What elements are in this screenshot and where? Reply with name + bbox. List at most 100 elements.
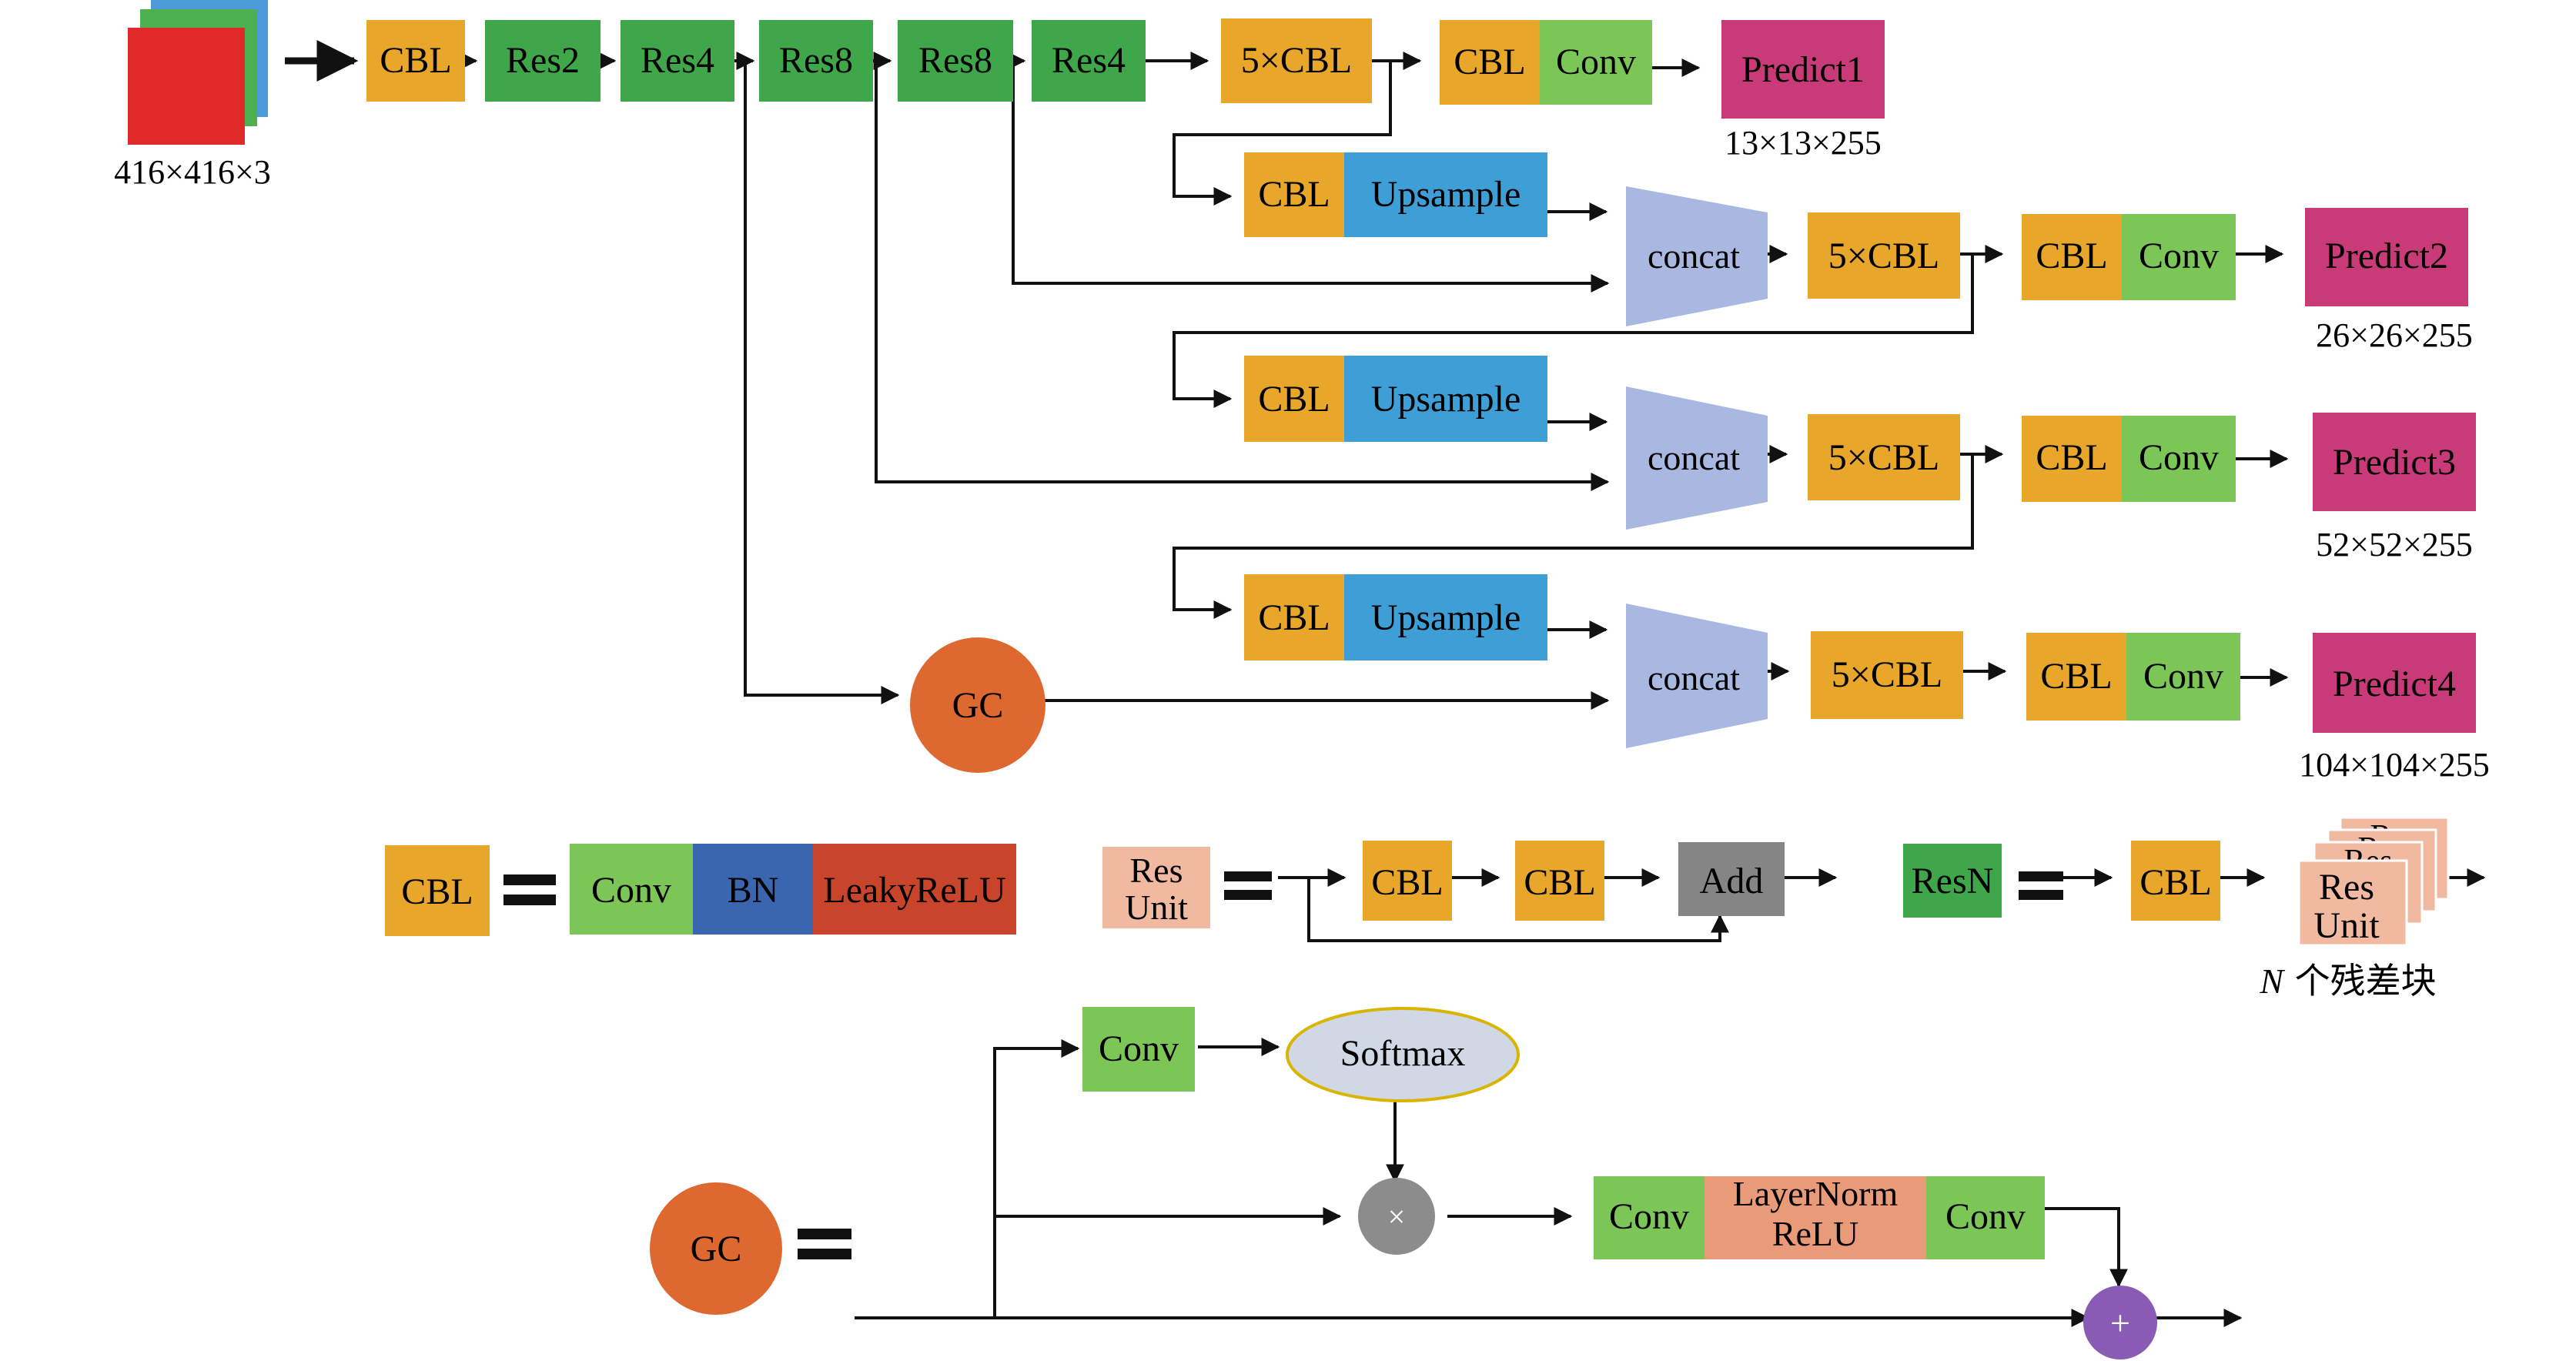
gc-conv-block-a: [1594, 1176, 1705, 1259]
ru-cbl-label-2: CBL: [1524, 862, 1595, 903]
gc-conv-block-b: [1926, 1176, 2045, 1259]
arrow-branch-to-upsample2: [1173, 254, 1974, 408]
cbl5-block-3: [1808, 414, 1960, 500]
backbone-cbl-label: CBL: [380, 40, 451, 81]
predict3-size: 52×52×255: [2316, 526, 2473, 563]
upsample-block-2: [1344, 356, 1547, 442]
concat-block-2: [1626, 386, 1768, 530]
legend-cbl-block: [385, 845, 490, 936]
head-cbl-label-1: CBL: [1454, 42, 1525, 82]
equals-sign-top-4: [798, 1229, 851, 1239]
arrow-gc-to-conv: [993, 1039, 1080, 1318]
cbl5-label-3: 5×CBL: [1828, 437, 1939, 478]
head-cbl-label-4: CBL: [2040, 656, 2112, 697]
connectors: [285, 40, 2486, 1327]
stack-card-front-label-1: Res: [2319, 867, 2374, 908]
gc-node-label: GC: [952, 685, 1004, 726]
legend-leakyrelu-label: LeakyReLU: [823, 870, 1005, 911]
upsample-label-3: Upsample: [1371, 597, 1521, 638]
legend-resn: ResN CBL Res Res Res Res Unit N 个残差块: [1903, 816, 2450, 1002]
upsample-block-3: [1344, 574, 1547, 660]
cbl5-block-2: [1808, 212, 1960, 299]
head-cbl-block-1: [1440, 20, 1540, 105]
relu-label: ReLU: [1772, 1214, 1858, 1253]
input-size-label: 416×416×3: [114, 153, 271, 191]
cbl5-block-4: [1811, 631, 1963, 719]
head-conv-label-2: Conv: [2139, 236, 2219, 276]
legend-cbl: CBL Conv BN LeakyReLU: [385, 844, 1016, 936]
res8-label-a: Res8: [779, 40, 853, 81]
legend-bn-label: BN: [728, 870, 779, 911]
n-caption-text: 个残差块: [2283, 960, 2437, 1002]
res8-label-b: Res8: [918, 40, 992, 81]
rn-cbl-label: CBL: [2139, 862, 2211, 903]
up-cbl-label-2: CBL: [1258, 379, 1330, 420]
legend-resn-block: [1903, 844, 2002, 918]
head-conv-label-4: Conv: [2143, 656, 2223, 697]
concat-label-1: concat: [1648, 236, 1740, 276]
cbl5-block-1: [1221, 18, 1372, 103]
n-residual-blocks-caption: N 个残差块: [2259, 960, 2436, 1002]
ru-cbl-label-1: CBL: [1371, 862, 1443, 903]
predict1-block: [1721, 20, 1885, 119]
legend-conv-block: [570, 844, 693, 935]
res8-block-a: [759, 20, 873, 102]
arrow-conv-to-plus: [2042, 1207, 2128, 1288]
ru-add-block: [1678, 842, 1785, 916]
input-red-channel: [128, 28, 245, 145]
res4-label-a: Res4: [641, 40, 714, 81]
gc-conv-block-top: [1082, 1007, 1195, 1092]
softmax-label: Softmax: [1340, 1033, 1466, 1074]
stack-card-front: [2297, 859, 2408, 947]
head-scale-4: CBL Upsample concat 5×CBL CBL Conv Predi…: [910, 574, 2490, 784]
softmax-node: [1286, 1007, 1520, 1102]
equals-sign-bottom: [503, 895, 556, 905]
backbone: CBL Res2 Res4 Res8 Res8 Res4: [366, 20, 1146, 102]
up-cbl-block-1: [1244, 152, 1344, 237]
head-cbl-block-4: [2026, 633, 2126, 721]
layernorm-label: LayerNorm: [1733, 1174, 1899, 1213]
cbl5-label-1: 5×CBL: [1241, 40, 1352, 81]
cbl5-label-2: 5×CBL: [1828, 236, 1939, 276]
res2-block: [485, 20, 601, 102]
head-cbl-label-2: CBL: [2036, 236, 2107, 276]
head-conv-block-2: [2122, 214, 2236, 300]
gc-conv-label-a: Conv: [1609, 1196, 1689, 1237]
arrow-branch-to-upsample1: [1173, 61, 1392, 206]
legend-conv-label: Conv: [591, 870, 671, 911]
head-scale-2: CBL Upsample concat 5×CBL CBL Conv Predi…: [1244, 152, 2473, 354]
ru-add-label: Add: [1700, 861, 1764, 901]
predict3-label: Predict3: [2333, 442, 2456, 483]
upsample-block-1: [1344, 152, 1547, 237]
head-conv-block-1: [1540, 20, 1652, 105]
equals-sign-bottom-2: [1224, 890, 1272, 900]
legend-resn-label: ResN: [1912, 861, 1994, 901]
res2-label: Res2: [506, 40, 580, 81]
legend-resunit-label-2: Unit: [1125, 888, 1188, 927]
res4-label-b: Res4: [1052, 40, 1126, 81]
arrow-res8b-to-concat1: [1012, 61, 1610, 293]
stack-card-front-label-2: Unit: [2313, 905, 2380, 946]
legend-res-unit: Res Unit CBL CBL Add: [1102, 841, 1785, 928]
predict2-block: [2305, 208, 2468, 306]
input-image-stack: [128, 0, 268, 145]
predict1-label: Predict1: [1741, 49, 1865, 90]
cbl5-label-4: 5×CBL: [1832, 654, 1942, 695]
gc-block-detail: GC Conv Softmax × Conv LayerNorm ReLU Co…: [650, 1007, 2157, 1359]
legend-resunit-label-1: Res: [1130, 851, 1183, 890]
multiply-label: ×: [1388, 1199, 1406, 1234]
arrow-res8a-to-concat2: [875, 61, 1610, 491]
equals-sign-top-3: [2019, 871, 2063, 881]
head-conv-block-4: [2126, 633, 2240, 721]
concat-label-3: concat: [1648, 658, 1740, 697]
backbone-cbl-block: [366, 20, 465, 102]
predict2-size: 26×26×255: [2316, 316, 2473, 354]
up-cbl-label-3: CBL: [1258, 597, 1330, 638]
concat-label-2: concat: [1648, 438, 1740, 477]
concat-block-1: [1626, 186, 1768, 326]
plus-label: +: [2110, 1303, 2130, 1343]
arrow-branch-to-upsample3: [1173, 454, 1974, 619]
ru-cbl-block-1: [1363, 841, 1452, 921]
predict1-size: 13×13×255: [1725, 124, 1882, 162]
